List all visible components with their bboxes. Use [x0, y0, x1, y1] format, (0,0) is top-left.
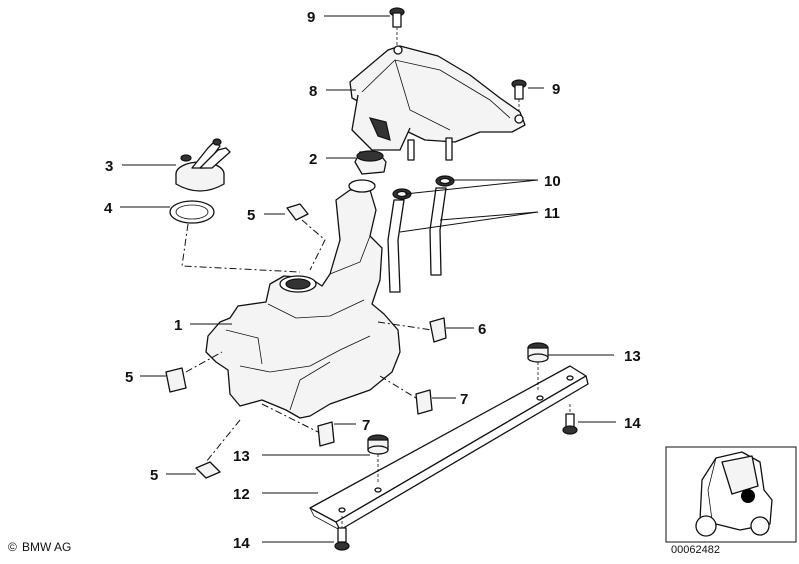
leader-lines — [120, 15, 616, 543]
part-9-screw-top — [389, 7, 405, 45]
assembly-line-pad-7a — [379, 375, 417, 399]
copyright-notice: © BMW AG — [8, 540, 71, 554]
callout-4: 4 — [104, 200, 113, 217]
callout-12: 12 — [233, 486, 250, 503]
part-5-rubber-pad-top — [286, 203, 309, 221]
diagram-number: 00062482 — [671, 544, 720, 556]
part-12-support-bracket — [309, 365, 589, 531]
part-5-rubber-pad-left — [165, 367, 187, 393]
part-11-hoses — [387, 187, 447, 293]
callout-11: 11 — [544, 205, 560, 222]
assembly-line-pad-5b — [185, 351, 223, 373]
part-7-rubber-pad-right — [415, 389, 433, 415]
callout-1: 1 — [174, 317, 182, 334]
callout-5-top: 5 — [247, 207, 255, 224]
callout-7-lower: 7 — [362, 417, 370, 434]
callout-6: 6 — [478, 321, 486, 338]
callout-labels: 9 9 8 2 3 10 4 11 5 1 6 13 5 7 7 14 13 5… — [104, 9, 641, 552]
part-14-screw-bottom — [334, 516, 350, 551]
part-13-buffer-left — [367, 434, 389, 484]
callout-8: 8 — [309, 83, 317, 100]
callout-2: 2 — [309, 151, 317, 168]
part-2-filler-cap — [354, 150, 387, 175]
assembly-line-seal — [181, 223, 301, 273]
callout-5-left: 5 — [125, 369, 133, 386]
part-3-pump-flange — [175, 138, 231, 192]
assembly-line-pad-6 — [377, 321, 433, 331]
assembly-line-pad-7b — [261, 403, 319, 433]
callout-9-right: 9 — [552, 81, 560, 98]
brand-name: BMW AG — [22, 540, 71, 554]
part-7-rubber-pad-lower — [317, 421, 335, 447]
part-5-rubber-pad-bottom — [195, 461, 221, 479]
assembly-line-pad-5c — [205, 419, 241, 463]
callout-7-right: 7 — [460, 391, 468, 408]
callout-9-top: 9 — [307, 9, 315, 26]
part-14-screw-right — [562, 404, 578, 435]
part-8-pump-cover — [349, 45, 526, 161]
part-4-seal-ring — [169, 200, 215, 224]
callout-10: 10 — [544, 173, 561, 190]
callout-14-right: 14 — [624, 415, 641, 432]
part-6-rubber-pad — [429, 317, 447, 343]
part-9-screw-right — [511, 79, 527, 114]
callout-3: 3 — [105, 158, 113, 175]
part-13-buffer-right — [527, 342, 549, 390]
callout-13-left: 13 — [233, 448, 250, 465]
copyright-symbol: © — [8, 540, 17, 554]
callout-14-bottom: 14 — [233, 535, 250, 552]
assembly-line-pad-5a — [301, 219, 326, 271]
part-1-fuel-tank — [205, 179, 401, 419]
callout-5-bottom: 5 — [150, 467, 158, 484]
vehicle-locator-thumbnail: 00062482 — [665, 446, 797, 556]
callout-13-right: 13 — [624, 348, 641, 365]
